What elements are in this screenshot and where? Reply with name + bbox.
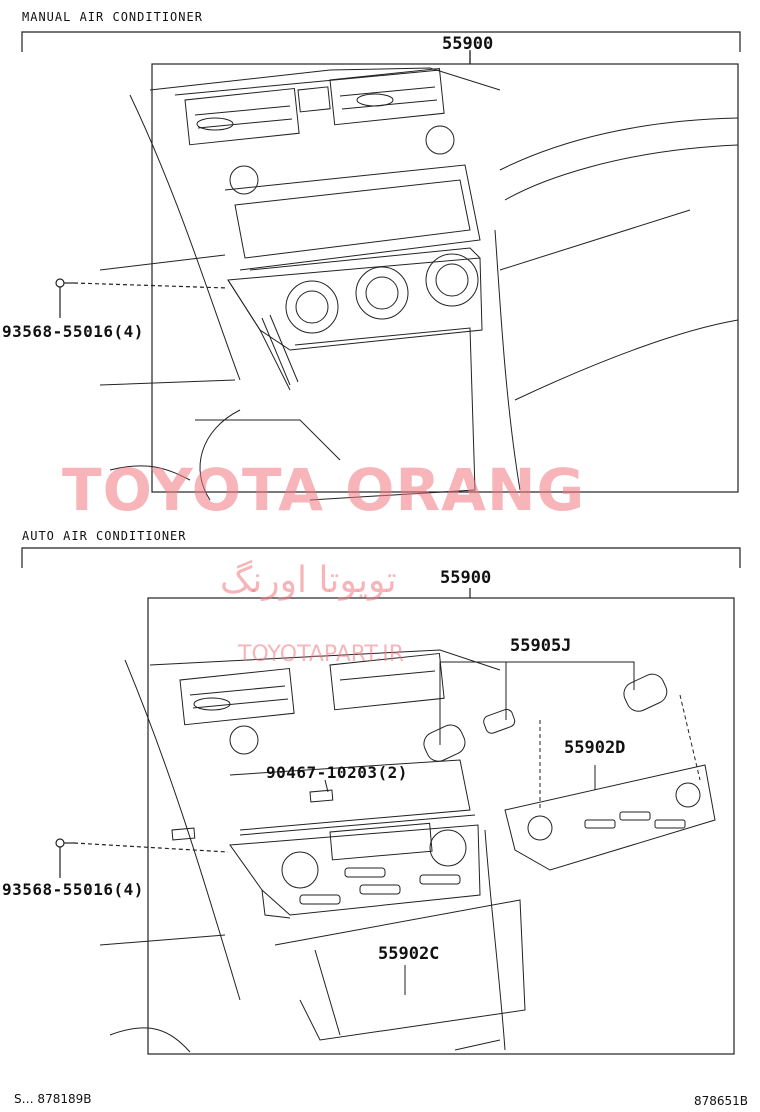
auto-screw-drawing xyxy=(55,838,229,878)
auto-section-bracket xyxy=(21,547,741,568)
manual-screw-drawing xyxy=(55,52,471,318)
footer-code-left: S… 878189B xyxy=(14,1092,92,1106)
manual-dashboard-drawing xyxy=(99,67,739,501)
manual-section-bracket xyxy=(21,31,741,52)
part-label-auto-screw: 93568-55016(4) xyxy=(2,880,144,899)
manual-frame xyxy=(151,50,739,493)
part-label-panel-c: 55902C xyxy=(378,944,440,964)
part-label-clip: 90467-10203(2) xyxy=(266,763,408,782)
part-label-manual-screw: 93568-55016(4) xyxy=(2,322,144,341)
part-label-knob: 55905J xyxy=(510,636,572,656)
part-label-manual-assembly: 55900 xyxy=(442,34,494,54)
watermark-site: TOYOTAPART.IR xyxy=(238,642,405,667)
part-label-panel-d: 55902D xyxy=(564,738,626,758)
footer-code-right: 878651B xyxy=(694,1094,749,1108)
auto-dashboard-drawing xyxy=(99,649,716,1053)
watermark-persian: تویوتا اورنگ xyxy=(220,560,397,601)
auto-frame xyxy=(147,588,735,1055)
manual-section-title: MANUAL AIR CONDITIONER xyxy=(22,10,203,24)
auto-section-title: AUTO AIR CONDITIONER xyxy=(22,529,187,543)
part-label-auto-assembly: 55900 xyxy=(440,568,492,588)
watermark-main: TOYOTA ORANG xyxy=(62,456,586,524)
